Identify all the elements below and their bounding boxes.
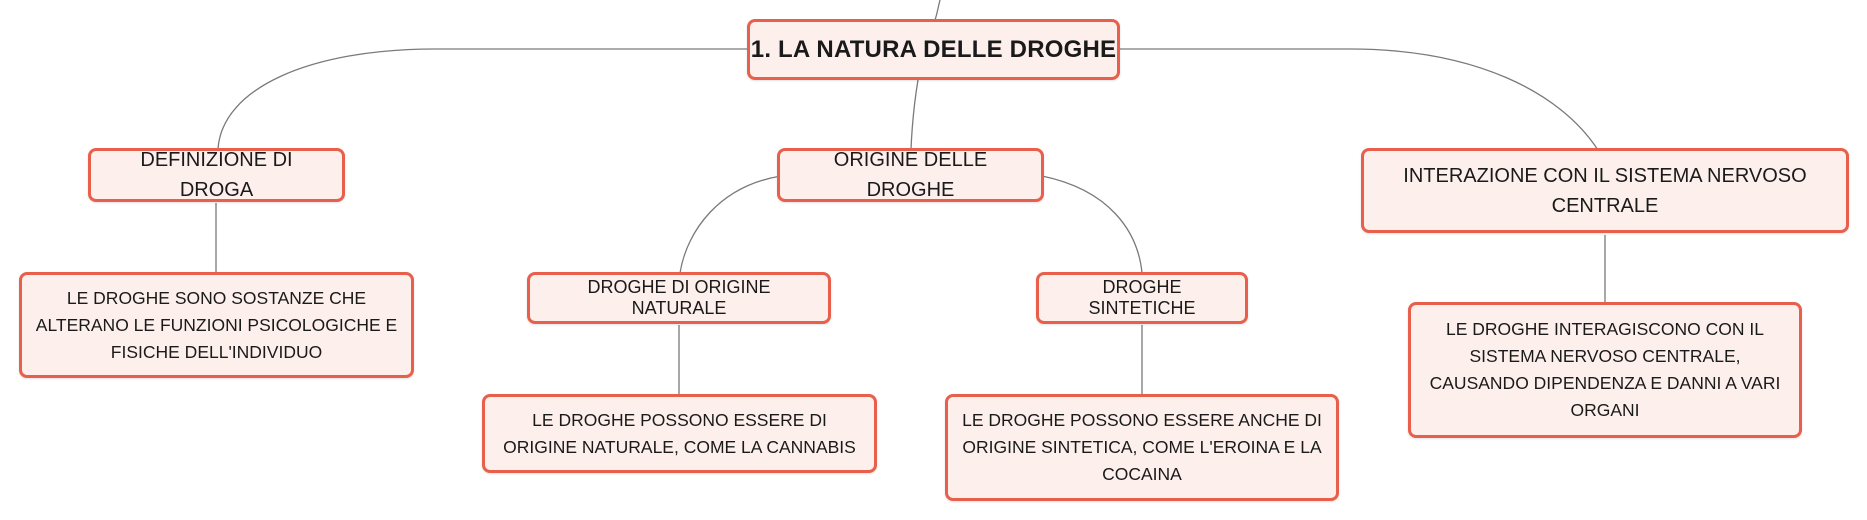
connector-root-to-definizione: [217, 48, 750, 150]
connector-top-stub: [934, 0, 941, 21]
connector-root-to-interazione: [1120, 48, 1599, 151]
leaf-sintetiche[interactable]: LE DROGHE POSSONO ESSERE ANCHE DI ORIGIN…: [945, 394, 1339, 501]
leaf-text: LE DROGHE INTERAGISCONO CON IL SISTEMA N…: [1429, 319, 1781, 420]
leaf-text: LE DROGHE POSSONO ESSERE ANCHE DI ORIGIN…: [962, 410, 1322, 484]
leaf-text: LE DROGHE POSSONO ESSERE DI ORIGINE NATU…: [503, 409, 856, 457]
connector-origine-to-sintetiche: [1041, 175, 1143, 274]
node-label: DROGHE SINTETICHE: [1088, 277, 1196, 318]
connector-origine-to-naturale: [679, 175, 782, 274]
node-label: INTERAZIONE CON IL SISTEMA NERVOSO CENTR…: [1403, 164, 1807, 217]
node-label: ORIGINE DELLE DROGHE: [833, 149, 988, 201]
node-origine-delle-droghe[interactable]: ORIGINE DELLE DROGHE: [777, 148, 1044, 202]
leaf-definizione[interactable]: LE DROGHE SONO SOSTANZE CHE ALTERANO LE …: [19, 272, 414, 378]
leaf-origine-naturale[interactable]: LE DROGHE POSSONO ESSERE DI ORIGINE NATU…: [482, 394, 877, 473]
leaf-text: LE DROGHE SONO SOSTANZE CHE ALTERANO LE …: [35, 287, 398, 362]
root-node-label: 1. LA NATURA DELLE DROGHE: [750, 35, 1117, 63]
node-label: DROGHE DI ORIGINE NATURALE: [587, 277, 771, 318]
node-interazione-sistema-nervoso[interactable]: INTERAZIONE CON IL SISTEMA NERVOSO CENTR…: [1361, 148, 1849, 233]
node-droghe-sintetiche[interactable]: DROGHE SINTETICHE: [1036, 272, 1248, 324]
node-definizione-di-droga[interactable]: DEFINIZIONE DI DROGA: [88, 148, 345, 202]
node-droghe-di-origine-naturale[interactable]: DROGHE DI ORIGINE NATURALE: [527, 272, 831, 324]
root-node[interactable]: 1. LA NATURA DELLE DROGHE: [747, 19, 1120, 80]
connector-root-to-origine: [910, 79, 919, 150]
node-label: DEFINIZIONE DI DROGA: [140, 149, 293, 201]
leaf-interazione[interactable]: LE DROGHE INTERAGISCONO CON IL SISTEMA N…: [1408, 302, 1802, 438]
